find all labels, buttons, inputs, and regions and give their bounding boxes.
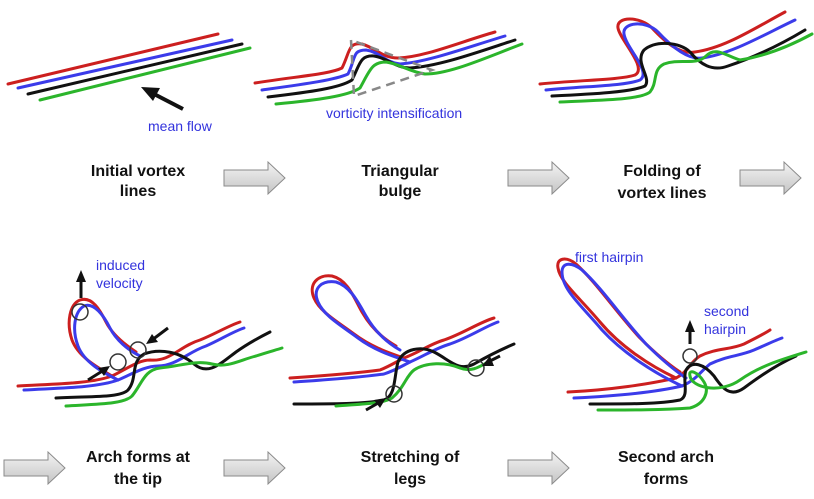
circle-right-leg (129, 341, 147, 359)
circle-tip (71, 303, 89, 321)
stage-label-triangular-line1: Triangular (361, 163, 438, 180)
stretch-arrow-left (365, 398, 386, 412)
stage-arrow-4 (3, 450, 66, 486)
stage-label-triangular-line2: bulge (379, 183, 422, 200)
stage-label-arch-line2: the tip (114, 471, 162, 488)
circle-left-leg (109, 353, 127, 371)
panel-initial-vortex-lines: mean flow (6, 32, 252, 134)
stage-label-initial-line2: lines (120, 183, 157, 200)
stage-label-stretching-line1: Stretching of (361, 449, 460, 466)
induced-velocity-label-line2: velocity (96, 275, 143, 291)
mean-flow-label: mean flow (148, 118, 213, 134)
vortex-line-blue-loop (560, 262, 688, 388)
stage-arrow-1 (223, 160, 286, 196)
leg-arrow-right (146, 326, 169, 344)
vortex-line-green (274, 42, 524, 106)
vortex-line-blue (544, 18, 797, 92)
circle-stretch-right (467, 359, 485, 377)
vortex-line-blue (260, 34, 507, 92)
vortex-line-blue (572, 336, 784, 400)
panel-stretching-of-legs (288, 274, 516, 412)
stage-label-folding-line2: vortex lines (618, 185, 707, 202)
vortex-line-black (26, 42, 244, 96)
panel-arch-forms-at-tip: induced velocity (16, 257, 284, 408)
bulge-triangle-outline (349, 38, 436, 98)
vortex-line-black (266, 38, 517, 99)
circle-second-tip (682, 348, 698, 364)
circle-stretch-left (385, 385, 403, 403)
panel-second-arch-forms: first hairpin second hairpin (556, 249, 808, 412)
vortex-line-red (538, 10, 787, 86)
stage-arrows (3, 160, 802, 486)
stage-label-stretching-line2: legs (394, 471, 426, 488)
first-hairpin-label: first hairpin (575, 249, 643, 265)
vortex-line-green (596, 350, 808, 412)
induced-velocity-arrow (76, 270, 86, 298)
stretch-arrow-right (482, 354, 501, 366)
stage-arrow-3 (739, 160, 802, 196)
mean-flow-arrow (141, 87, 184, 111)
vortex-line-blue (16, 38, 234, 90)
panel-folding-vortex-lines (538, 10, 814, 104)
stage-arrow-6 (507, 450, 570, 486)
vortex-line-green (38, 46, 252, 102)
leg-arrow-left (87, 366, 110, 382)
vortex-line-red-loop (310, 274, 406, 360)
stage-label-second-arch-line2: forms (644, 471, 689, 488)
second-hairpin-label-line1: second (704, 303, 749, 319)
stage-label-initial-line1: Initial vortex (91, 163, 185, 180)
induced-velocity-label-line1: induced (96, 257, 145, 273)
stage-arrow-5 (223, 450, 286, 486)
vortex-line-red (6, 32, 220, 86)
vortex-line-green (558, 32, 814, 104)
vortex-line-blue-loop (73, 303, 142, 382)
vortex-line-black (54, 330, 272, 400)
stage-labels: Initial vortex lines Triangular bulge Fo… (86, 163, 714, 488)
vortex-line-black (588, 354, 798, 406)
vorticity-intensification-label: vorticity intensification (326, 105, 462, 121)
vortex-line-red (566, 328, 772, 394)
second-hairpin-arrow (685, 320, 695, 344)
panel-triangular-bulge: vorticity intensification (253, 30, 524, 121)
vortex-line-green (334, 360, 490, 408)
vortex-line-red (16, 320, 242, 388)
vortex-line-blue (22, 326, 246, 392)
vortex-line-blue-loop (314, 280, 412, 364)
second-hairpin-label-line2: hairpin (704, 321, 746, 337)
stage-label-arch-line1: Arch forms at (86, 449, 191, 466)
stage-label-folding-line1: Folding of (623, 163, 701, 180)
vortex-line-green (64, 346, 284, 408)
stage-arrow-2 (507, 160, 570, 196)
stage-label-second-arch-line1: Second arch (618, 449, 714, 466)
